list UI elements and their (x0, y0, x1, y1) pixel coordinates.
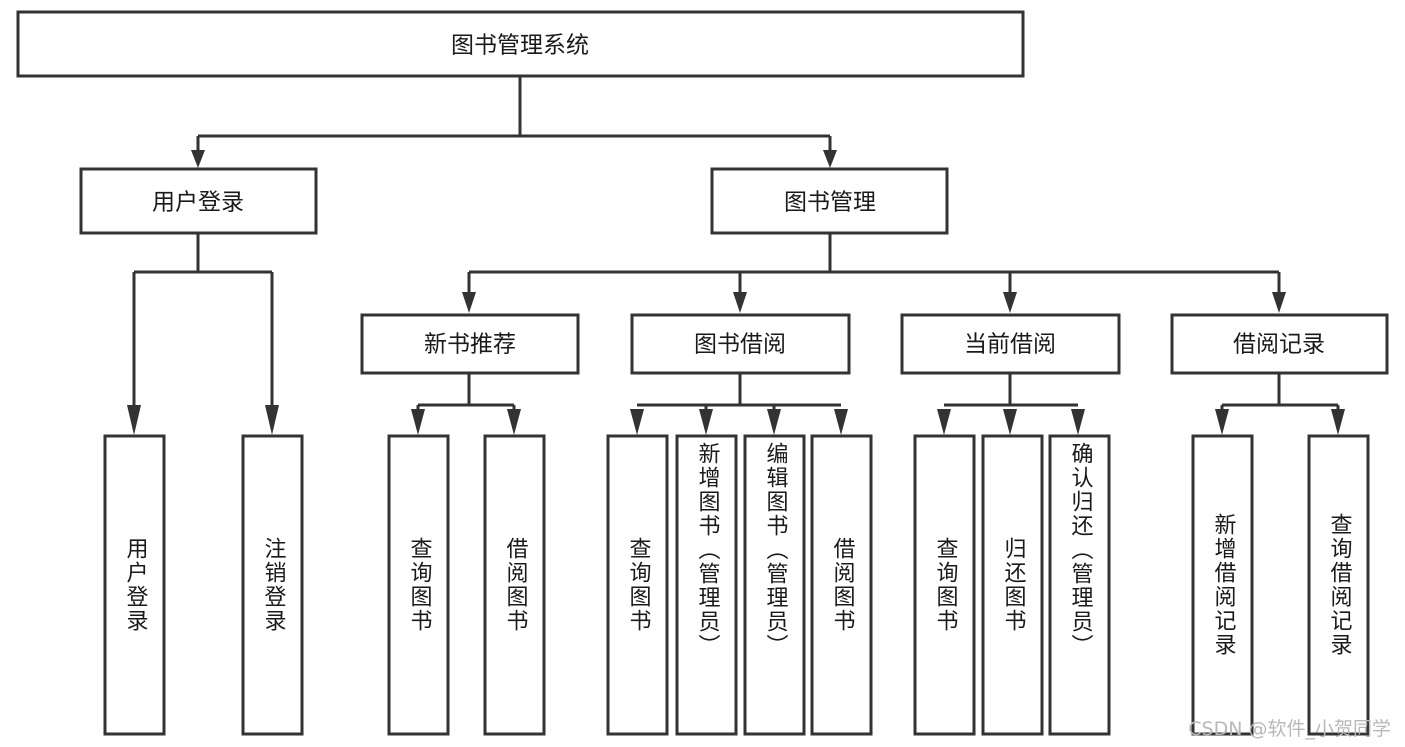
node-current-borrow[interactable]: 当前借阅 (900, 313, 1121, 375)
node-book-borrow-rect[interactable] (630, 313, 851, 375)
node-leaf-user-login-rect[interactable] (103, 434, 166, 736)
connector-group-book-borrow (630, 373, 848, 435)
connector-group-root (191, 77, 837, 168)
arrow-head-new-book-recommend (462, 292, 476, 313)
arrow-head-current-borrow (1003, 292, 1017, 313)
node-leaf-add-borrow-record-rect[interactable] (1191, 434, 1254, 736)
arrow-head-leaf-query-book-1 (411, 409, 425, 435)
node-current-borrow-rect[interactable] (900, 313, 1121, 375)
arrow-head-leaf-borrow-book-1 (507, 409, 521, 435)
node-book-borrow[interactable]: 图书借阅 (630, 313, 851, 375)
arrow-head-book-manage (823, 150, 837, 168)
node-leaf-query-book-2-rect[interactable] (606, 434, 669, 736)
arrow-head-book-borrow (733, 292, 747, 313)
arrow-head-leaf-edit-book-admin (767, 409, 781, 435)
connector-group-current-borrow (937, 373, 1085, 435)
connector-group-borrow-record (1215, 373, 1345, 435)
node-leaf-query-book-1-rect[interactable] (387, 434, 450, 736)
node-new-book-recommend-label: 新书推荐 (424, 332, 516, 358)
arrow-head-user-login (191, 150, 205, 168)
arrow-head-leaf-return-book (1003, 409, 1017, 435)
node-leaf-query-borrow-record-rect[interactable] (1307, 434, 1370, 736)
node-leaf-edit-book-admin-rect[interactable] (743, 434, 806, 736)
node-leaf-borrow-book-1-rect[interactable] (483, 434, 546, 736)
node-book-manage-rect[interactable] (710, 167, 949, 235)
node-borrow-record-label: 借阅记录 (1233, 332, 1325, 358)
arrow-head-leaf-add-borrow-record (1215, 409, 1229, 435)
node-user-login-rect[interactable] (79, 167, 318, 235)
connector-group-user-login (127, 233, 279, 435)
node-leaf-confirm-return-admin-rect[interactable] (1048, 434, 1111, 736)
arrow-head-leaf-confirm-return-admin (1071, 409, 1085, 435)
watermark-text: CSDN @软件_小贺同学 (1188, 718, 1391, 740)
connector-group-book-manage (462, 233, 1286, 313)
arrow-head-leaf-user-logout (265, 405, 279, 435)
arrow-head-leaf-query-book-2 (630, 409, 644, 435)
node-leaf-query-book-3-rect[interactable] (913, 434, 976, 736)
node-book-manage[interactable]: 图书管理 (710, 167, 949, 235)
node-root[interactable]: 图书管理系统 (16, 10, 1025, 78)
connector-group-new-book-recommend (411, 373, 521, 435)
node-root-label: 图书管理系统 (451, 33, 589, 59)
node-user-login[interactable]: 用户登录 (79, 167, 318, 235)
node-root-rect[interactable] (16, 10, 1025, 78)
node-new-book-recommend-rect[interactable] (360, 313, 580, 375)
node-new-book-recommend[interactable]: 新书推荐 (360, 313, 580, 375)
arrow-head-leaf-query-borrow-record (1331, 409, 1345, 435)
node-leaf-user-logout-rect[interactable] (241, 434, 304, 736)
node-leaf-borrow-book-2-rect[interactable] (810, 434, 873, 736)
node-leaf-add-book-admin-rect[interactable] (675, 434, 738, 736)
arrow-head-leaf-query-book-3 (937, 409, 951, 435)
arrow-head-leaf-user-login (127, 405, 141, 435)
node-leaf-return-book-rect[interactable] (981, 434, 1044, 736)
node-user-login-label: 用户登录 (152, 190, 244, 216)
arrow-head-borrow-record (1272, 292, 1286, 313)
node-borrow-record-rect[interactable] (1170, 313, 1389, 375)
node-borrow-record[interactable]: 借阅记录 (1170, 313, 1389, 375)
node-current-borrow-label: 当前借阅 (964, 332, 1056, 358)
arrow-head-leaf-add-book-admin (699, 409, 713, 435)
node-book-borrow-label: 图书借阅 (694, 332, 786, 358)
arrow-head-leaf-borrow-book-2 (834, 409, 848, 435)
node-book-manage-label: 图书管理 (784, 190, 876, 216)
